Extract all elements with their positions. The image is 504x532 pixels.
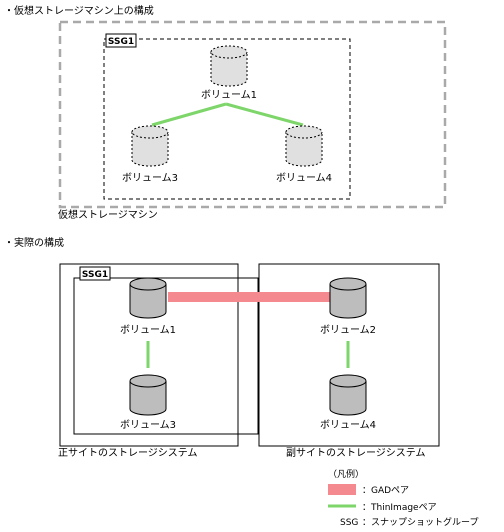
virtual-storage-machine-label: 仮想ストレージマシン: [58, 208, 158, 221]
virtual-volume-4-label: ボリューム4: [276, 172, 332, 184]
virtual-volume-1-icon: [210, 45, 248, 87]
secondary-volume-2-icon: [329, 277, 367, 319]
primary-storage-system-frame: [59, 263, 239, 447]
secondary-volume-2-label: ボリューム2: [320, 324, 376, 336]
secondary-storage-system-frame: [258, 263, 440, 447]
actual-ssg-frame: [73, 277, 259, 435]
virtual-ssg-frame: [103, 38, 351, 200]
legend-thinimage-label: ：ThinImageペア: [362, 503, 437, 513]
actual-ssg-tag: [79, 266, 111, 281]
legend-gad-label: ：GADペア: [362, 486, 409, 496]
virtual-thinimage-pair-link-left: [151, 102, 227, 127]
legend-ssg-abbr: SSG: [340, 518, 358, 528]
secondary-volume-4-icon: [329, 374, 367, 416]
virtual-volume-3-label: ボリューム3: [122, 172, 178, 184]
legend-gad-swatch: [328, 484, 356, 495]
virtual-thinimage-pair-link-right: [225, 102, 304, 127]
virtual-ssg-tag: [105, 33, 137, 48]
actual-ssg-label: SSG1: [82, 270, 108, 280]
secondary-volume-4-label: ボリューム4: [320, 419, 376, 431]
primary-volume-3-icon: [129, 374, 167, 416]
virtual-storage-machine-frame: [58, 20, 447, 209]
primary-storage-system-label: 正サイトのストレージシステム: [58, 447, 198, 459]
virtual-volume-3-icon: [131, 125, 169, 167]
actual-section-heading: ・実際の構成: [4, 236, 64, 249]
virtual-volume-4-icon: [285, 125, 323, 167]
primary-volume-1-label: ボリューム1: [120, 324, 176, 336]
virtual-ssg-label: SSG1: [108, 37, 134, 47]
legend-title: （凡例）: [328, 468, 364, 480]
secondary-storage-system-label: 副サイトのストレージシステム: [286, 447, 426, 459]
primary-volume-1-icon: [129, 277, 167, 319]
virtual-volume-1-label: ボリューム1: [201, 89, 257, 101]
primary-volume-3-label: ボリューム3: [120, 419, 176, 431]
gad-pair-link: [168, 292, 330, 302]
legend-ssg-label: ：スナップショットグループ: [362, 516, 478, 528]
virtual-section-heading: ・仮想ストレージマシン上の構成: [4, 4, 154, 17]
